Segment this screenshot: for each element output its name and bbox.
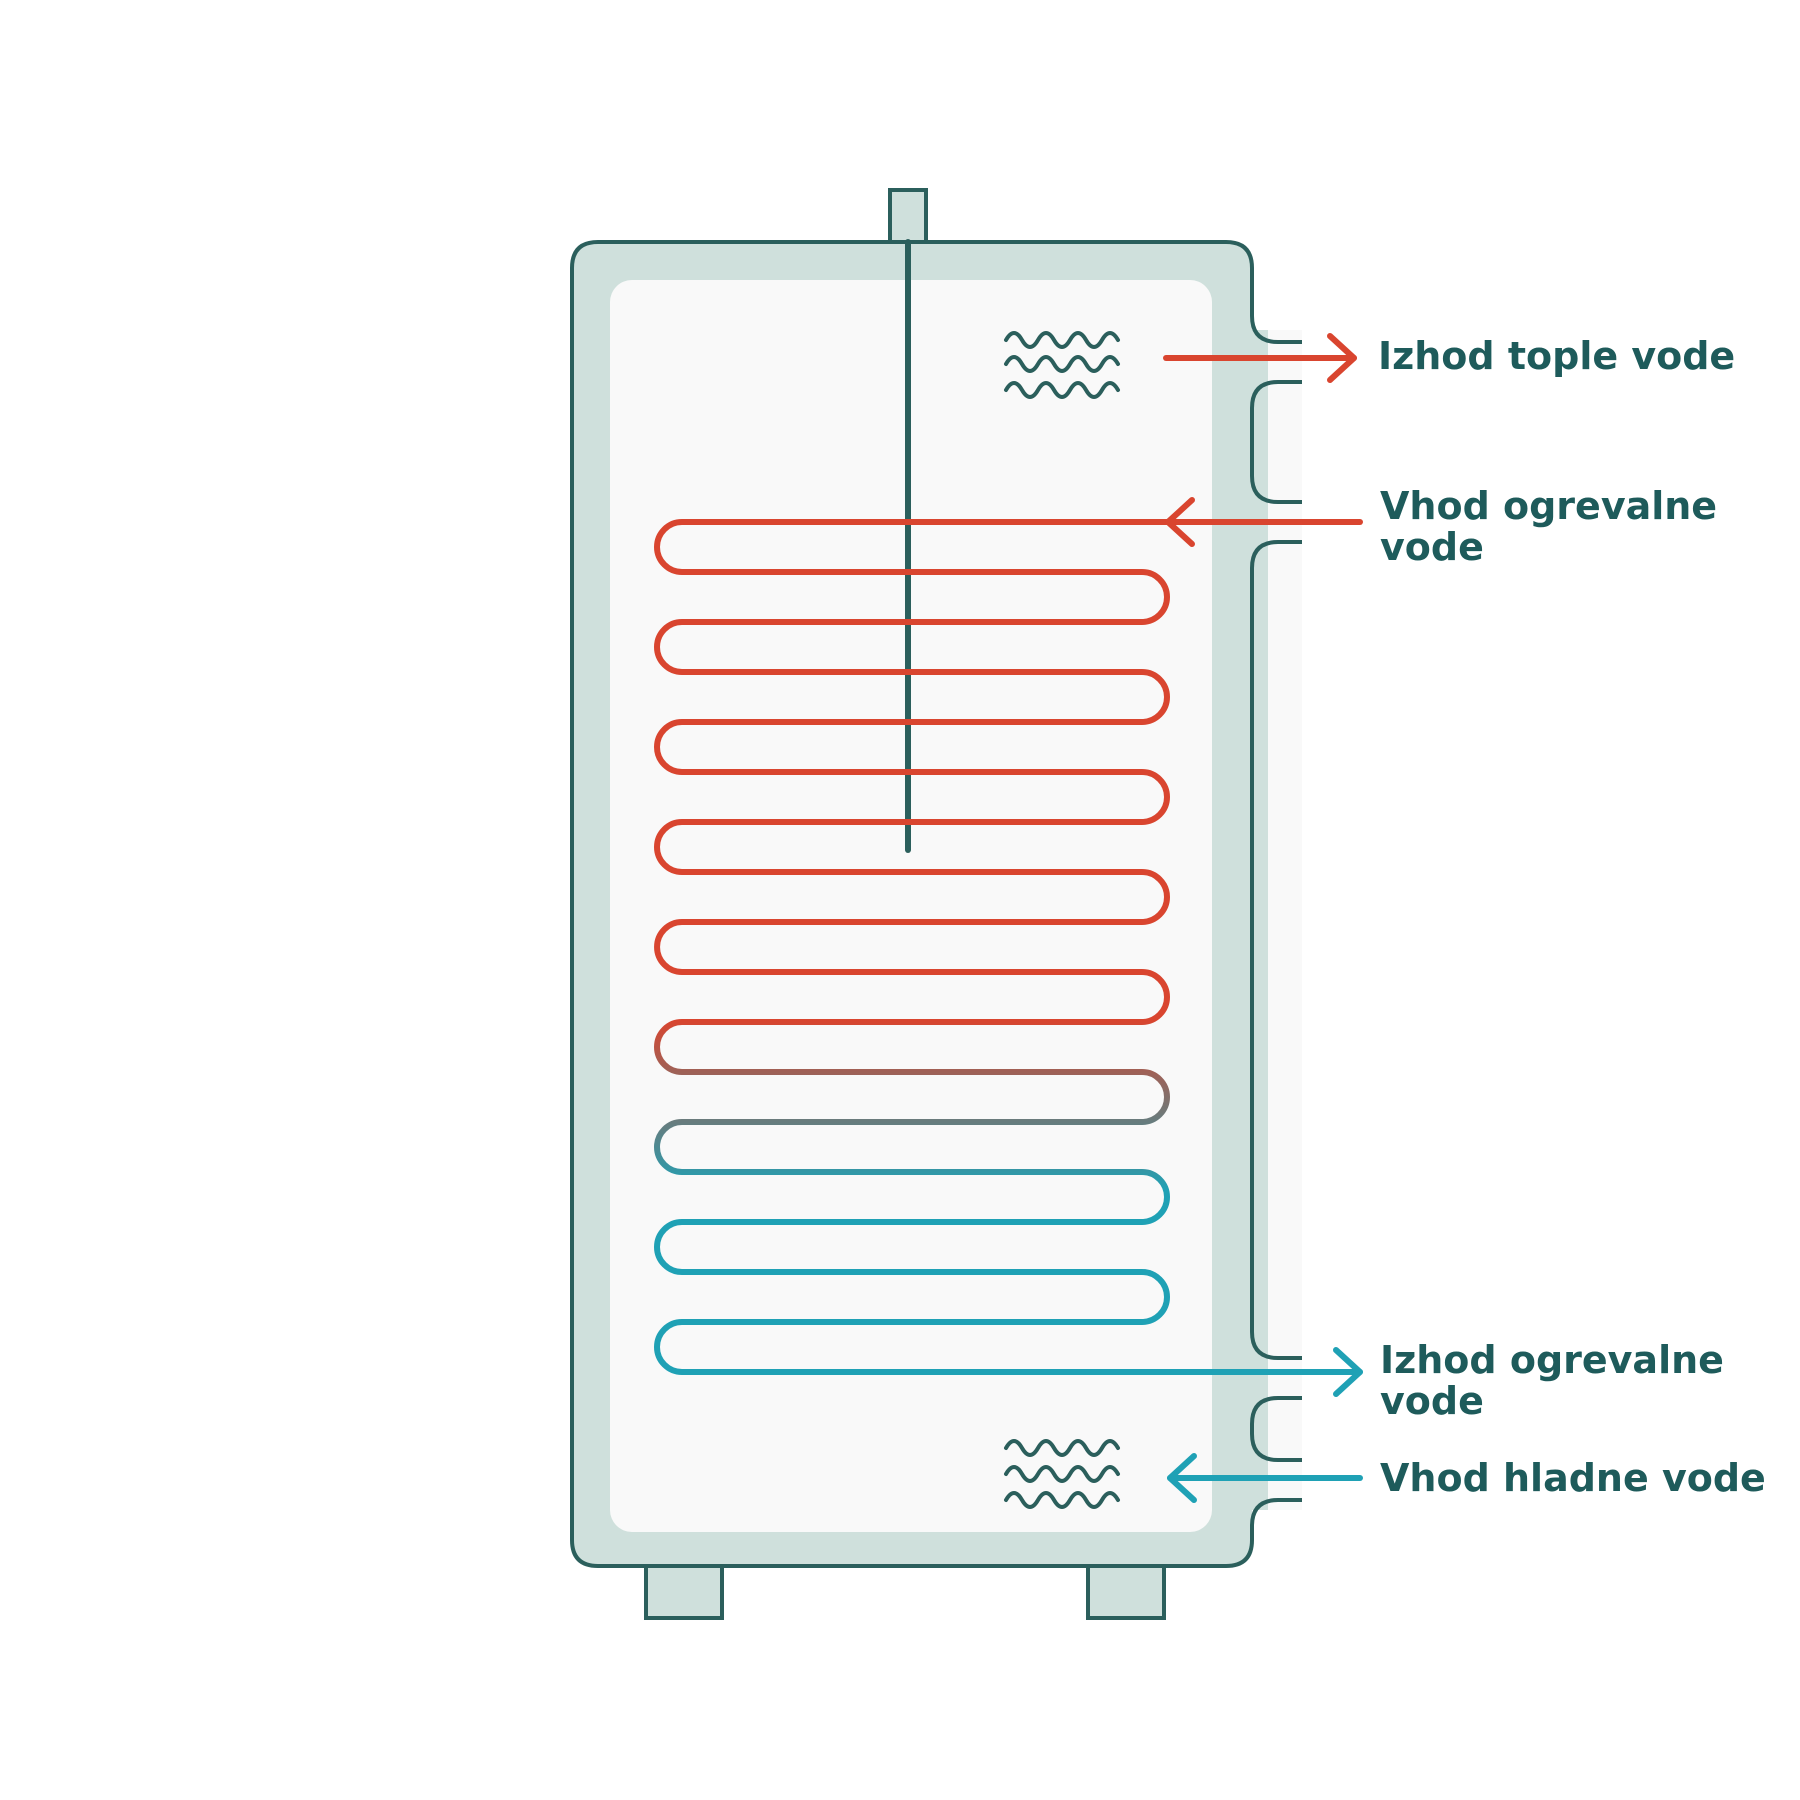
heating-water-outlet-line1: Izhod ogrevalne	[1380, 1338, 1724, 1382]
heating-water-inlet-label: Vhod ogrevalne vode	[1380, 486, 1717, 568]
heating-water-inlet-line1: Vhod ogrevalne	[1380, 484, 1718, 528]
heating-water-outlet-line2: vode	[1380, 1379, 1484, 1423]
left-foot	[644, 1564, 724, 1620]
heating-outlet-port	[1250, 540, 1302, 1360]
cold-water-inlet-label: Vhod hladne vode	[1380, 1458, 1766, 1499]
tank	[570, 240, 1254, 1568]
heating-water-outlet-label: Izhod ogrevalne vode	[1380, 1340, 1724, 1422]
heating-outlet-arrow	[1297, 1347, 1363, 1397]
heating-inlet-port	[1250, 380, 1302, 504]
cold-water-inlet-text: Vhod hladne vode	[1380, 1456, 1766, 1500]
top-connector	[888, 188, 928, 244]
pipe-connections	[1250, 268, 1302, 1540]
connections-white-area	[1268, 330, 1302, 1510]
hot-water-outlet-label: Izhod tople vode	[1378, 336, 1735, 377]
cold-water-inlet-arrow	[1167, 1453, 1363, 1503]
bottom-port-edge	[1250, 1498, 1302, 1540]
cold-water-inlet-port	[1250, 1396, 1302, 1462]
right-foot	[1086, 1564, 1166, 1620]
tank-outline	[570, 240, 1254, 1568]
heating-water-inlet-line2: vode	[1380, 525, 1484, 569]
heating-coil	[654, 519, 1300, 1375]
heating-inlet-arrow	[1165, 497, 1363, 547]
hot-water-outlet-arrow	[1163, 333, 1357, 383]
hot-water-outlet-port	[1250, 268, 1302, 344]
hot-water-outlet-text: Izhod tople vode	[1378, 334, 1736, 378]
cold-water-waves-icon	[1004, 1439, 1120, 1509]
hot-water-waves-icon	[1004, 331, 1120, 399]
